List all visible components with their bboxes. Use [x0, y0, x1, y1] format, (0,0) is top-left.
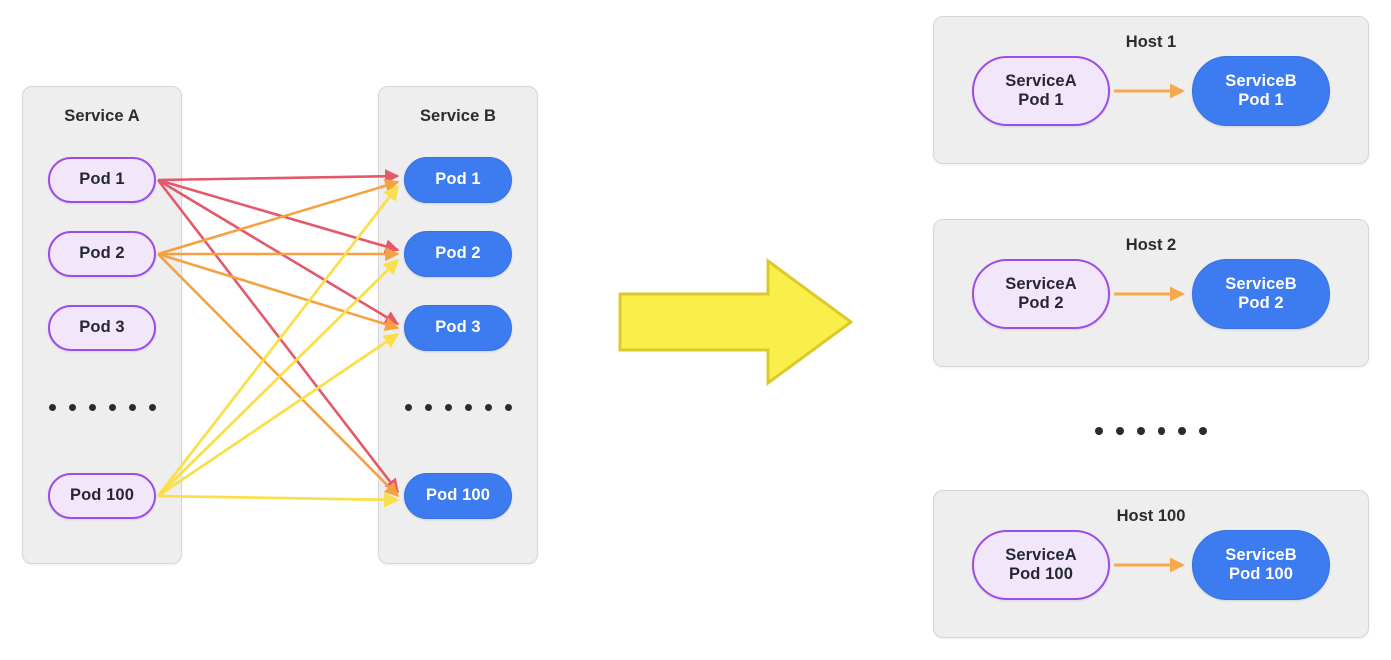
service-a-pod-3-label: Pod 3 [79, 318, 125, 337]
service-a-pod-100[interactable]: Pod 100 [48, 473, 156, 519]
host-100-target-line2: Pod 100 [1229, 565, 1293, 583]
host-1-title: Host 1 [1125, 33, 1177, 51]
edge-a1-b2 [157, 178, 400, 254]
host-2-arrow [1114, 286, 1185, 302]
service-b-title: Service B [419, 107, 497, 125]
ellipsis-dot [1199, 427, 1207, 435]
host-1-source-line2: Pod 1 [1018, 91, 1064, 109]
service-a-pod-100-label: Pod 100 [70, 486, 134, 505]
host-2-source-line2: Pod 2 [1018, 294, 1064, 312]
service-a-pod-1-label: Pod 1 [79, 170, 125, 189]
transform-arrow [618, 258, 853, 386]
edge-a2-b1 [157, 178, 400, 256]
ellipsis-dot [484, 403, 492, 411]
edge-a2-b3 [157, 252, 400, 332]
ellipsis-dot [464, 403, 472, 411]
edge-a100-b3 [157, 332, 400, 498]
ellipsis-dot [128, 403, 136, 411]
host-100-target-line1: ServiceB [1225, 545, 1297, 564]
host-2-target-line1: ServiceB [1225, 274, 1297, 293]
host-100-arrow [1114, 557, 1185, 573]
host-100-service-a-pod[interactable]: ServiceA Pod 100 [972, 530, 1110, 600]
host-2-service-b-pod[interactable]: ServiceB Pod 2 [1192, 259, 1330, 329]
host-100-title: Host 100 [1116, 507, 1186, 525]
service-b-pod-2-label: Pod 2 [435, 244, 481, 263]
service-a-ellipsis [48, 396, 156, 418]
service-b-pod-100-label: Pod 100 [426, 486, 490, 505]
ellipsis-dot [148, 403, 156, 411]
host-1-arrow [1114, 83, 1185, 99]
ellipsis-dot [504, 403, 512, 411]
edges-from-pod-2 [157, 178, 400, 498]
ellipsis-dot [424, 403, 432, 411]
service-a-pod-1[interactable]: Pod 1 [48, 157, 156, 203]
service-b-pod-100[interactable]: Pod 100 [404, 473, 512, 519]
ellipsis-dot [68, 403, 76, 411]
edge-a100-b100 [157, 492, 400, 508]
edge-a100-b2 [157, 258, 400, 497]
service-a-title: Service A [64, 107, 140, 125]
host-1-service-b-pod[interactable]: ServiceB Pod 1 [1192, 56, 1330, 126]
service-b-pod-3[interactable]: Pod 3 [404, 305, 512, 351]
ellipsis-dot [48, 403, 56, 411]
host-100-source-line1: ServiceA [1005, 545, 1077, 564]
ellipsis-dot [404, 403, 412, 411]
hosts-ellipsis [1095, 420, 1207, 442]
host-2-target-line2: Pod 2 [1238, 294, 1284, 312]
ellipsis-dot [1115, 427, 1124, 435]
transform-arrow-shape [618, 258, 853, 386]
ellipsis-dot [444, 403, 452, 411]
host-100-source-line2: Pod 100 [1009, 565, 1073, 583]
edge-a100-b1 [156, 184, 400, 497]
ellipsis-dot [108, 403, 116, 411]
edge-a1-b100 [156, 179, 400, 494]
host-100-service-b-pod[interactable]: ServiceB Pod 100 [1192, 530, 1330, 600]
host-1-source-line1: ServiceA [1005, 71, 1077, 90]
ellipsis-dot [1157, 427, 1166, 435]
host-2-source-line1: ServiceA [1005, 274, 1077, 293]
edge-a2-b100 [157, 253, 400, 498]
service-b-ellipsis [404, 396, 512, 418]
service-b-pod-1-label: Pod 1 [435, 170, 481, 189]
service-b-pod-3-label: Pod 3 [435, 318, 481, 337]
service-a-pod-2[interactable]: Pod 2 [48, 231, 156, 277]
edges-from-pod-100 [156, 184, 400, 508]
service-b-pod-1[interactable]: Pod 1 [404, 157, 512, 203]
edge-a1-b1 [157, 169, 400, 184]
service-b-pod-2[interactable]: Pod 2 [404, 231, 512, 277]
host-1-target-line1: ServiceB [1225, 71, 1297, 90]
service-a-pod-3[interactable]: Pod 3 [48, 305, 156, 351]
host-2-title: Host 2 [1125, 236, 1177, 254]
ellipsis-dot [1178, 427, 1187, 435]
ellipsis-dot [1136, 427, 1145, 435]
edges-from-pod-1 [156, 169, 400, 494]
edge-a1-b3 [157, 178, 400, 326]
host-1-service-a-pod[interactable]: ServiceA Pod 1 [972, 56, 1110, 126]
host-2-service-a-pod[interactable]: ServiceA Pod 2 [972, 259, 1110, 329]
ellipsis-dot [1095, 427, 1103, 435]
ellipsis-dot [88, 403, 96, 411]
service-a-pod-2-label: Pod 2 [79, 244, 125, 263]
host-1-target-line2: Pod 1 [1238, 91, 1284, 109]
